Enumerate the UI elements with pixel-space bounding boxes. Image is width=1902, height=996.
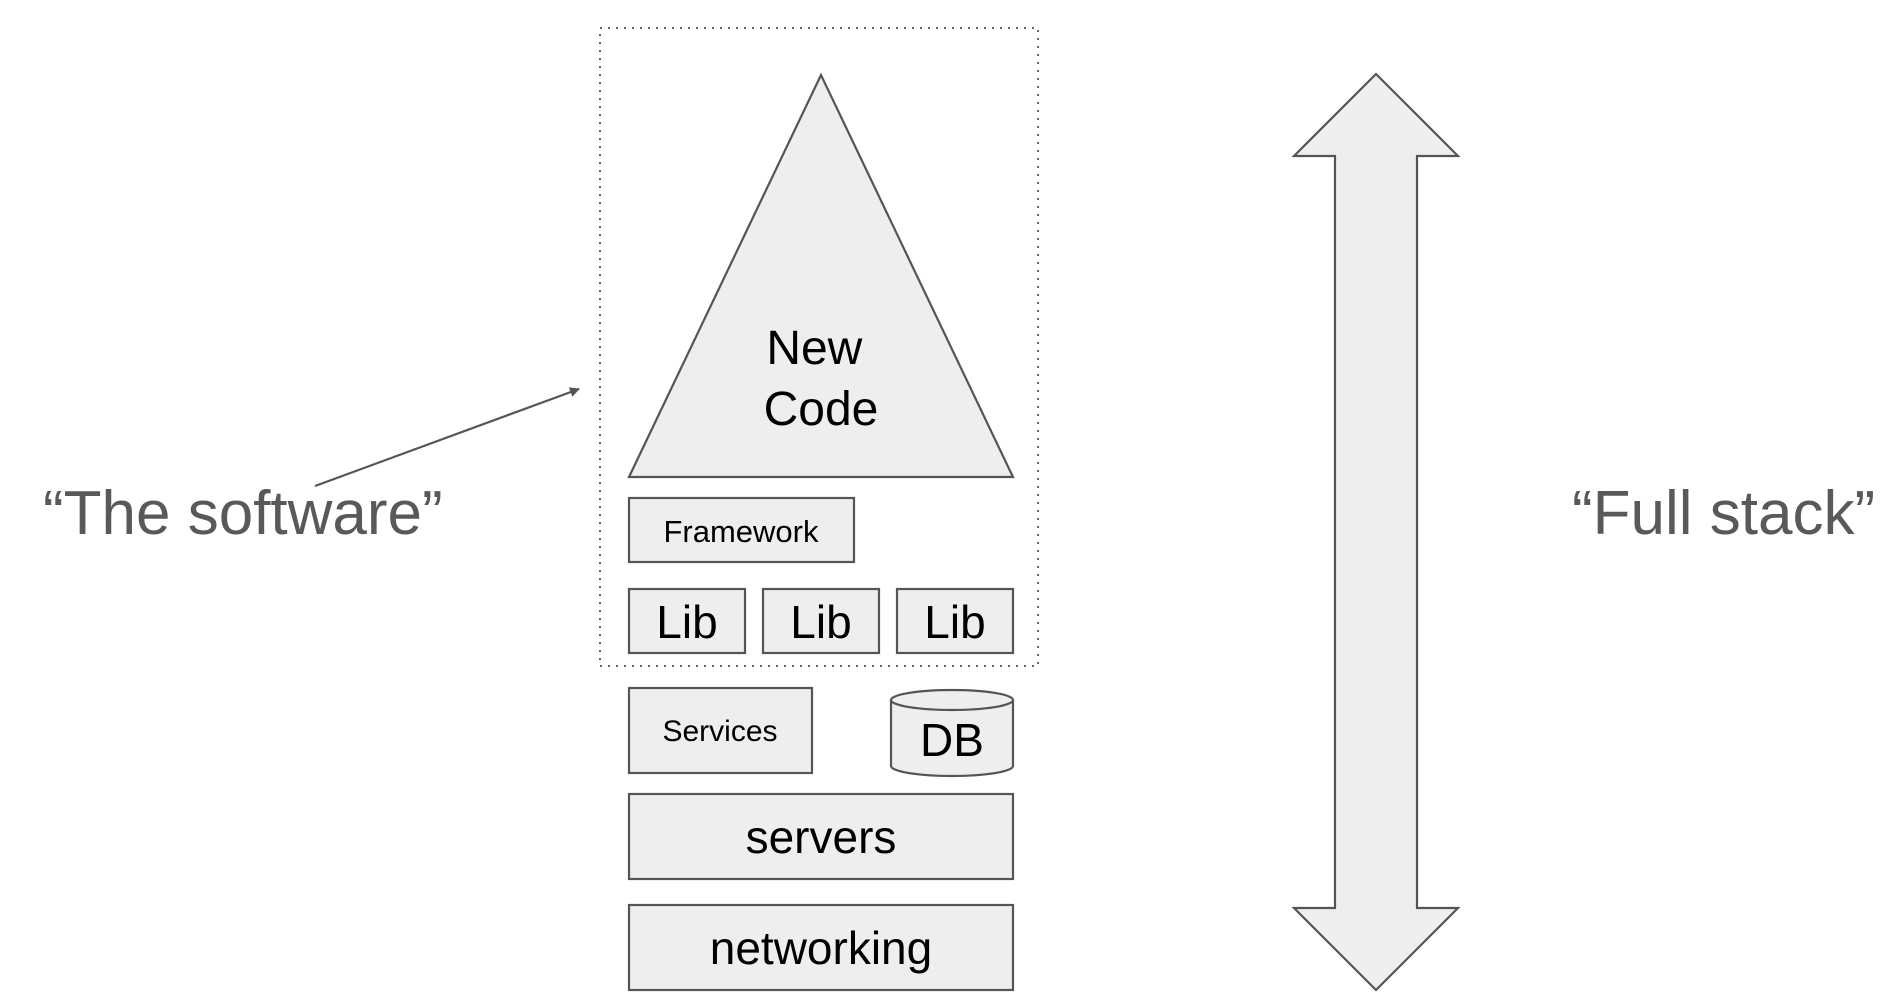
software-boundary [599, 27, 1039, 667]
services-box [627, 686, 814, 775]
services-label: Services [662, 715, 777, 748]
db-label: DB [920, 714, 984, 766]
lib-box-2 [761, 587, 881, 655]
networking-label: networking [710, 922, 932, 974]
lib-label-2: Lib [790, 596, 851, 648]
software-callout-label: “The software” [43, 479, 443, 548]
full-stack-double-arrow [1291, 72, 1461, 992]
lib-label-3: Lib [924, 596, 985, 648]
framework-label: Framework [663, 514, 819, 549]
servers-box [627, 792, 1015, 881]
new-code-triangle [627, 72, 1015, 479]
servers-label: servers [746, 811, 897, 863]
lib-label-1: Lib [656, 596, 717, 648]
new-code-line-1: New [766, 322, 862, 375]
new-code-label: New Code [764, 322, 879, 436]
lib-box-1 [627, 587, 747, 655]
software-pointer-arrow [314, 387, 580, 488]
full-stack-callout-label: “Full stack” [1572, 479, 1875, 548]
new-code-line-2: Code [764, 383, 879, 436]
networking-box [627, 903, 1015, 992]
framework-box [627, 496, 856, 564]
lib-box-3 [895, 587, 1015, 655]
db-cylinder [889, 688, 1015, 778]
